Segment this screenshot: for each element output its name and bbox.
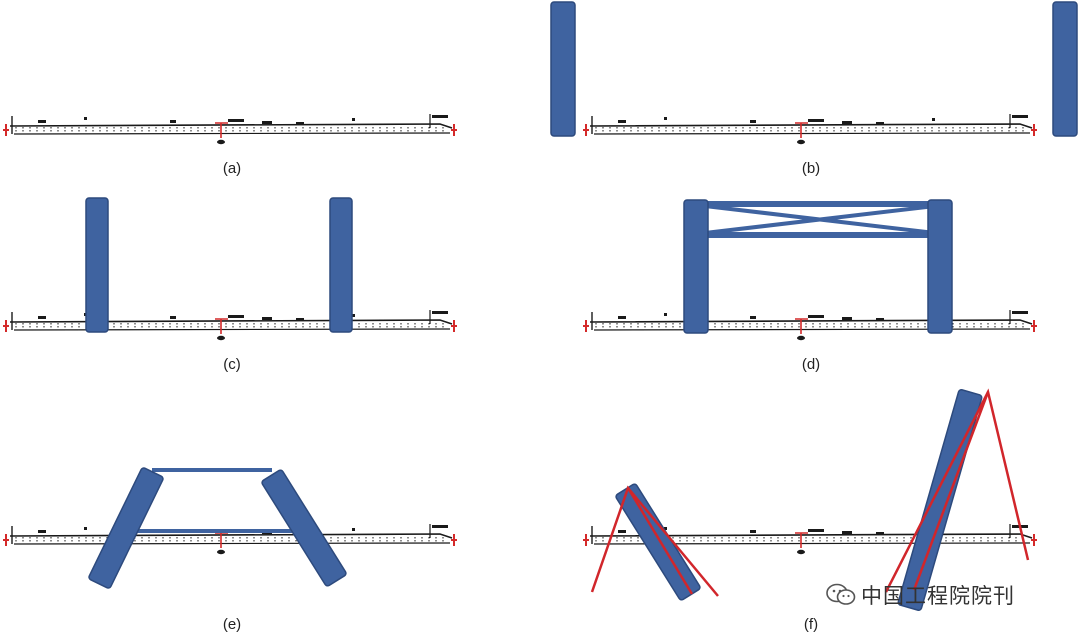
panel-f-drawing <box>583 388 1037 612</box>
right-tower <box>329 197 353 333</box>
panel-a-drawing <box>3 114 457 145</box>
panel-c-drawing <box>3 197 457 341</box>
right-tower-rotating <box>897 388 983 612</box>
left-tower-rotating <box>615 483 701 601</box>
cross-bracing <box>700 201 940 238</box>
panel-d: (d) <box>540 196 1080 409</box>
panel-c-caption: (c) <box>223 356 241 373</box>
left-inclined-tower <box>88 467 164 589</box>
panel-b-drawing <box>550 1 1078 145</box>
deck-profile <box>3 114 457 145</box>
wechat-icon <box>826 583 856 605</box>
left-tower <box>85 197 109 333</box>
deck-profile <box>583 524 1037 555</box>
panel-e: (e) <box>0 410 540 633</box>
deck-profile <box>3 310 457 341</box>
panel-b-caption: (b) <box>801 160 821 177</box>
watermark-text: 中国工程院院刊 <box>861 584 1015 608</box>
panel-e-caption: (e) <box>222 616 242 633</box>
panel-d-drawing <box>583 199 1037 341</box>
deck-profile <box>583 114 1037 145</box>
right-tower-segment <box>1052 1 1078 137</box>
right-stay-cables <box>884 388 1030 593</box>
left-stay-cables <box>590 485 719 597</box>
panel-f-caption: (f) <box>803 616 819 633</box>
panel-e-drawing <box>3 467 457 589</box>
panel-f: (f) <box>540 388 1080 633</box>
panel-d-caption: (d) <box>801 356 821 373</box>
left-tower-segment <box>550 1 576 137</box>
watermark: 中国工程院院刊 <box>826 580 1015 610</box>
right-inclined-tower <box>261 469 347 587</box>
panel-a: (a) <box>0 0 540 213</box>
cross-beams <box>130 468 298 533</box>
right-tower <box>927 199 953 334</box>
panel-c: (c) <box>0 196 540 409</box>
deck-profile <box>583 310 1037 341</box>
panel-b: (b) <box>540 0 1080 213</box>
deck-profile <box>3 524 457 555</box>
panel-a-caption: (a) <box>222 160 242 177</box>
left-tower <box>683 199 709 334</box>
